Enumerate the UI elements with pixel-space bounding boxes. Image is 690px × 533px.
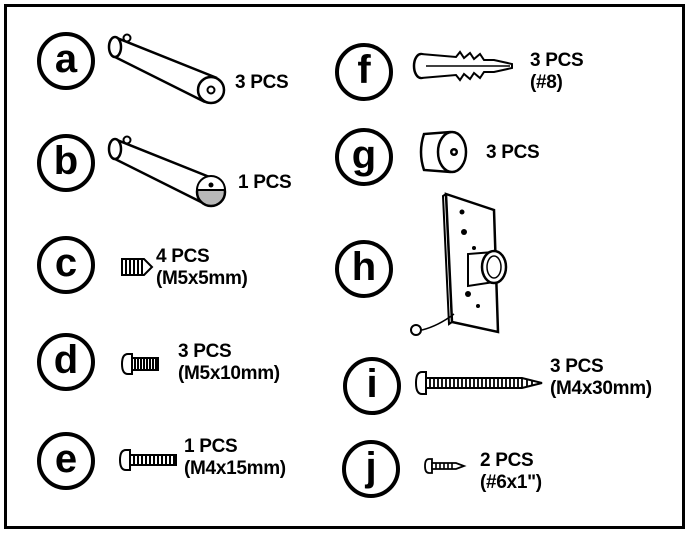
badge-i: i bbox=[343, 357, 401, 415]
badge-c: c bbox=[37, 236, 95, 294]
badge-j: j bbox=[342, 440, 400, 498]
badge-e: e bbox=[37, 432, 95, 490]
qty-e: 1 PCS(M4x15mm) bbox=[184, 436, 286, 479]
qty-d: 3 PCS(M5x10mm) bbox=[178, 341, 280, 384]
qty-a: 3 PCS bbox=[235, 72, 289, 93]
badge-h: h bbox=[335, 240, 393, 298]
wood-screw-long-icon bbox=[414, 371, 543, 395]
machine-screw-medium-icon bbox=[118, 449, 177, 471]
set-screw-icon bbox=[121, 258, 154, 276]
badge-d: d bbox=[37, 333, 95, 391]
badge-b: b bbox=[37, 134, 95, 192]
qty-c: 4 PCS(M5x5mm) bbox=[156, 246, 248, 289]
standoff-tube-b-icon bbox=[107, 135, 227, 208]
wood-screw-short-icon bbox=[424, 458, 467, 474]
machine-screw-short-icon bbox=[120, 353, 159, 375]
badge-f: f bbox=[335, 43, 393, 101]
qty-i: 3 PCS(M4x30mm) bbox=[550, 356, 652, 399]
qty-b: 1 PCS bbox=[238, 172, 292, 193]
wall-plate-bracket-icon bbox=[410, 192, 508, 336]
rosette-cap-icon bbox=[419, 130, 468, 174]
qty-j: 2 PCS(#6x1") bbox=[480, 450, 542, 493]
qty-f: 3 PCS(#8) bbox=[530, 50, 584, 93]
badge-g: g bbox=[335, 128, 393, 186]
badge-a: a bbox=[37, 32, 95, 90]
qty-g: 3 PCS bbox=[486, 142, 540, 163]
wall-anchor-icon bbox=[412, 50, 513, 82]
standoff-tube-a-icon bbox=[107, 33, 226, 105]
